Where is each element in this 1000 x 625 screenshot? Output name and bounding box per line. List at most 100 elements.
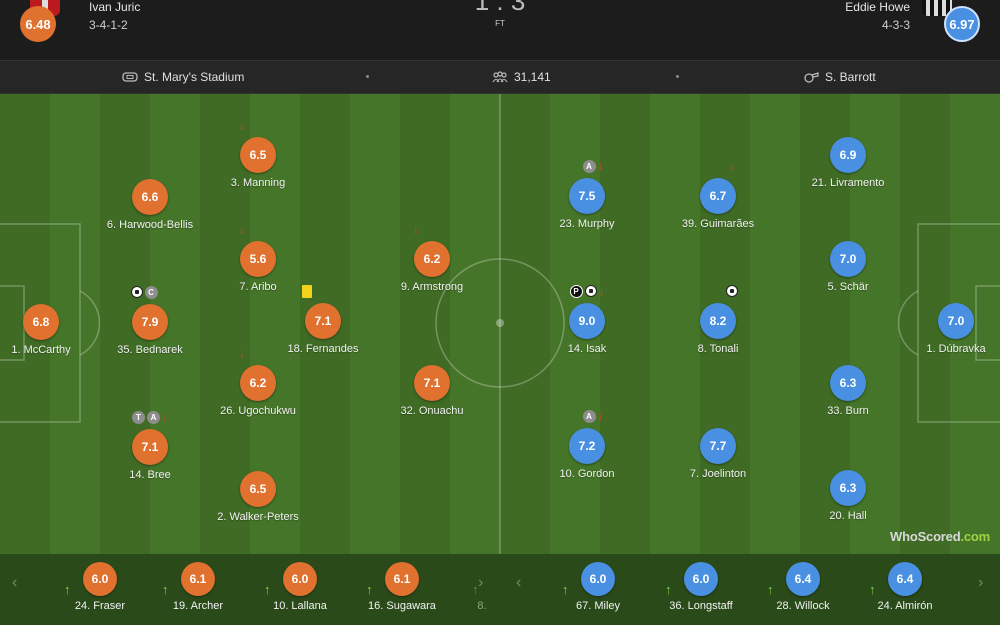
player-name: 1. McCarthy [11,344,71,356]
sub-on-arrow-icon: ↑ [64,582,71,597]
player-rating: 7.5 [569,178,605,214]
player-name: 7. Aribo [239,281,277,293]
player-name: 33. Burn [827,405,869,417]
player-name: 18. Fernandes [287,343,359,355]
separator-dot [366,75,369,78]
player-rating: 7.7 [700,428,736,464]
assist-icon: A [582,409,596,423]
away-formation: 4-3-3 [881,18,910,32]
player-name: 5. Schär [827,281,869,293]
player-name: 8. Tonali [697,343,739,355]
attendance-info: 31,141 [492,70,551,84]
sub-rating: 6.4 [786,562,820,596]
referee-name: S. Barrott [825,70,876,84]
attendance-count: 31,141 [514,70,551,84]
player-name: 2. Walker-Peters [217,511,299,523]
yellow-card-icon [302,284,312,298]
sub-rating: 6.1 [181,562,215,596]
player-name: 26. Ugochukwu [220,405,296,417]
sub-rating: 6.1 [385,562,419,596]
whistle-icon [803,71,819,83]
player-name: 14. Isak [567,343,607,355]
sub-rating: 6.0 [581,562,615,596]
home-manager: Ivan Juric [89,0,141,14]
stadium-name: St. Mary's Stadium [144,70,245,84]
sub-on-arrow-icon: ↑ [472,582,479,597]
match-info-bar: St. Mary's Stadium 31,141 S. Barrott [0,60,1000,94]
player-name: 7. Joelinton [689,468,747,480]
player-name: 39. Guimarães [681,218,755,230]
whoscored-logo[interactable]: WhoScored.com [890,529,990,544]
away-manager: Eddie Howe [845,0,910,14]
sub-name: 16. Sugawara [368,600,436,612]
player-rating: 5.6 [240,241,276,277]
chevron-left-icon[interactable]: ‹ [516,574,522,591]
match-header: 6.48 Ivan Juric 3-4-1-2 1 : 3 FT Eddie H… [0,0,1000,60]
substitutes-bar: ‹ ↑ 6.0 24. Fraser ↑ 6.1 19. Archer ↑ 6.… [0,554,1000,625]
sub-rating: 6.0 [83,562,117,596]
player-rating: 7.1 [132,429,168,465]
player-rating: 6.6 [132,179,168,215]
player-rating: 7.0 [938,303,974,339]
player-name: 10. Gordon [559,468,615,480]
player-rating: 6.5 [240,471,276,507]
stadium-info: St. Mary's Stadium [122,70,244,84]
match-score: 1 : 3 [474,0,526,16]
player-name: 21. Livramento [811,177,885,189]
player-rating: 6.2 [240,365,276,401]
assist-icon: A [147,410,160,424]
away-team-rating: 6.97 [944,6,980,42]
pitch: 6.8 1. McCarthy 6.6 6. Harwood-Bellis C … [0,94,1000,554]
away-team-crest[interactable] [922,0,952,16]
sub-off-arrow-icon: ↓ [597,159,604,173]
player-rating: 6.8 [23,304,59,340]
penalty-icon: P [569,284,583,298]
player-name: 9. Armstrong [400,281,464,293]
sub-on-arrow-icon: ↑ [767,582,774,597]
sub-off-arrow-icon: ↓ [162,410,168,424]
match-status: FT [495,19,505,28]
sub-off-arrow-icon: ↓ [413,222,419,236]
player-rating: 8.2 [700,303,736,339]
sub-name: 28. Willock [776,600,830,612]
sub-on-arrow-icon: ↑ [162,582,169,597]
referee-info: S. Barrott [803,70,876,84]
sub-name: 36. Longstaff [669,600,733,612]
goal-icon [584,285,597,297]
player-rating: 7.2 [569,428,605,464]
player-name: 23. Murphy [559,218,615,230]
sub-off-arrow-icon: ↓ [239,222,245,236]
player-name: 32. Onuachu [400,405,464,417]
player-rating: 6.7 [700,178,736,214]
player-rating: 9.0 [569,303,605,339]
captain-icon: C [144,285,158,299]
sub-name: 19. Archer [172,600,224,612]
sub-name: 24. Almirón [877,600,933,612]
sub-rating: 6.0 [684,562,718,596]
separator-dot [676,75,679,78]
stadium-icon [122,71,138,83]
t-marker-icon: T [132,410,145,424]
player-rating: 7.0 [830,241,866,277]
chevron-right-icon[interactable]: › [478,574,484,591]
sub-off-arrow-icon: ↓ [597,409,604,423]
sub-on-arrow-icon: ↑ [665,582,672,597]
sub-off-arrow-icon: ↓ [729,159,735,173]
player-name: 6. Harwood-Bellis [106,219,194,231]
logo-text: WhoScored [890,529,961,544]
goal-icon [130,286,143,298]
player-rating: 6.9 [830,137,866,173]
sub-on-arrow-icon: ↑ [264,582,271,597]
player-rating: 7.1 [305,303,341,339]
player-rating: 6.5 [240,137,276,173]
player-rating: 7.9 [132,304,168,340]
player-name: 14. Bree [129,469,171,481]
player-rating: 6.2 [414,241,450,277]
sub-name: 10. Lallana [273,600,327,612]
sub-on-arrow-icon: ↑ [366,582,373,597]
crowd-icon [492,71,508,83]
chevron-right-icon[interactable]: › [978,574,984,591]
player-name: 20. Hall [829,510,867,522]
sub-on-arrow-icon: ↑ [869,582,876,597]
chevron-left-icon[interactable]: ‹ [12,574,18,591]
